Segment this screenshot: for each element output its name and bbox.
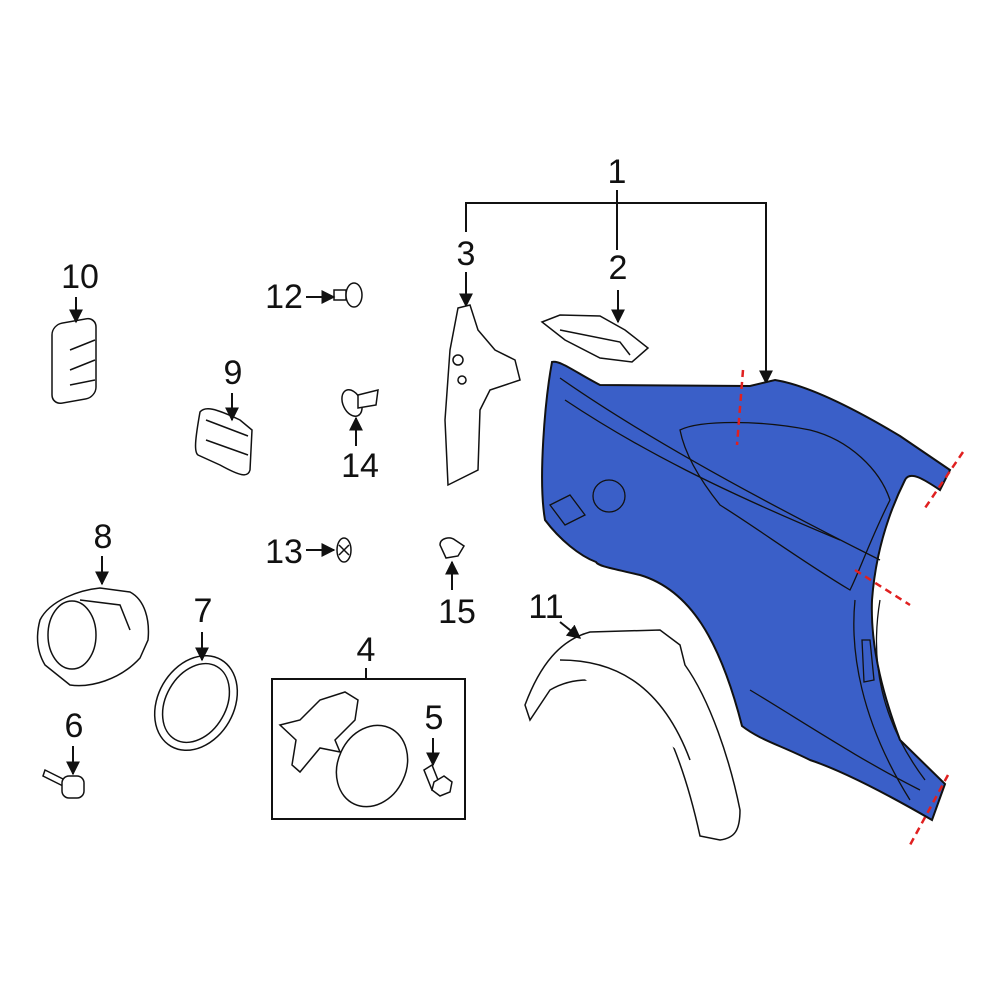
part-9-pad[interactable]	[194, 407, 253, 476]
part-15-retainer[interactable]	[439, 537, 466, 559]
callout-7: 7	[193, 592, 213, 630]
callout-14: 14	[341, 447, 379, 485]
part-12-clip[interactable]	[333, 282, 363, 308]
quarter-panel[interactable]	[541, 360, 965, 846]
part-3-pillar[interactable]	[444, 304, 521, 487]
part-10-bumper-pad[interactable]	[51, 317, 97, 405]
callout-4: 4	[356, 631, 376, 669]
callout-12: 12	[265, 278, 303, 316]
callout-11: 11	[528, 588, 564, 626]
part-14-screw[interactable]	[338, 387, 379, 420]
callout-1: 1	[607, 153, 627, 191]
part-13-grommet[interactable]	[336, 537, 352, 563]
callout-leader-1	[459, 190, 773, 385]
callout-3: 3	[456, 235, 476, 273]
callout-2: 2	[608, 249, 628, 287]
part-7-seal-ring[interactable]	[138, 641, 254, 766]
part-8-filler-housing[interactable]	[36, 587, 150, 687]
callout-9: 9	[223, 354, 243, 392]
callout-13: 13	[265, 533, 303, 571]
cut-lines	[735, 369, 965, 846]
callout-6: 6	[64, 707, 84, 745]
part-11-wheel-liner[interactable]	[524, 629, 741, 841]
callout-8: 8	[93, 518, 113, 556]
part-2-bracket[interactable]	[540, 314, 650, 363]
callout-10: 10	[61, 258, 99, 296]
part-4-fuel-door-box[interactable]	[271, 668, 466, 820]
callout-5: 5	[424, 699, 444, 737]
part-6-pin[interactable]	[42, 768, 85, 799]
callout-15: 15	[438, 593, 476, 631]
arrow-11	[559, 621, 582, 639]
